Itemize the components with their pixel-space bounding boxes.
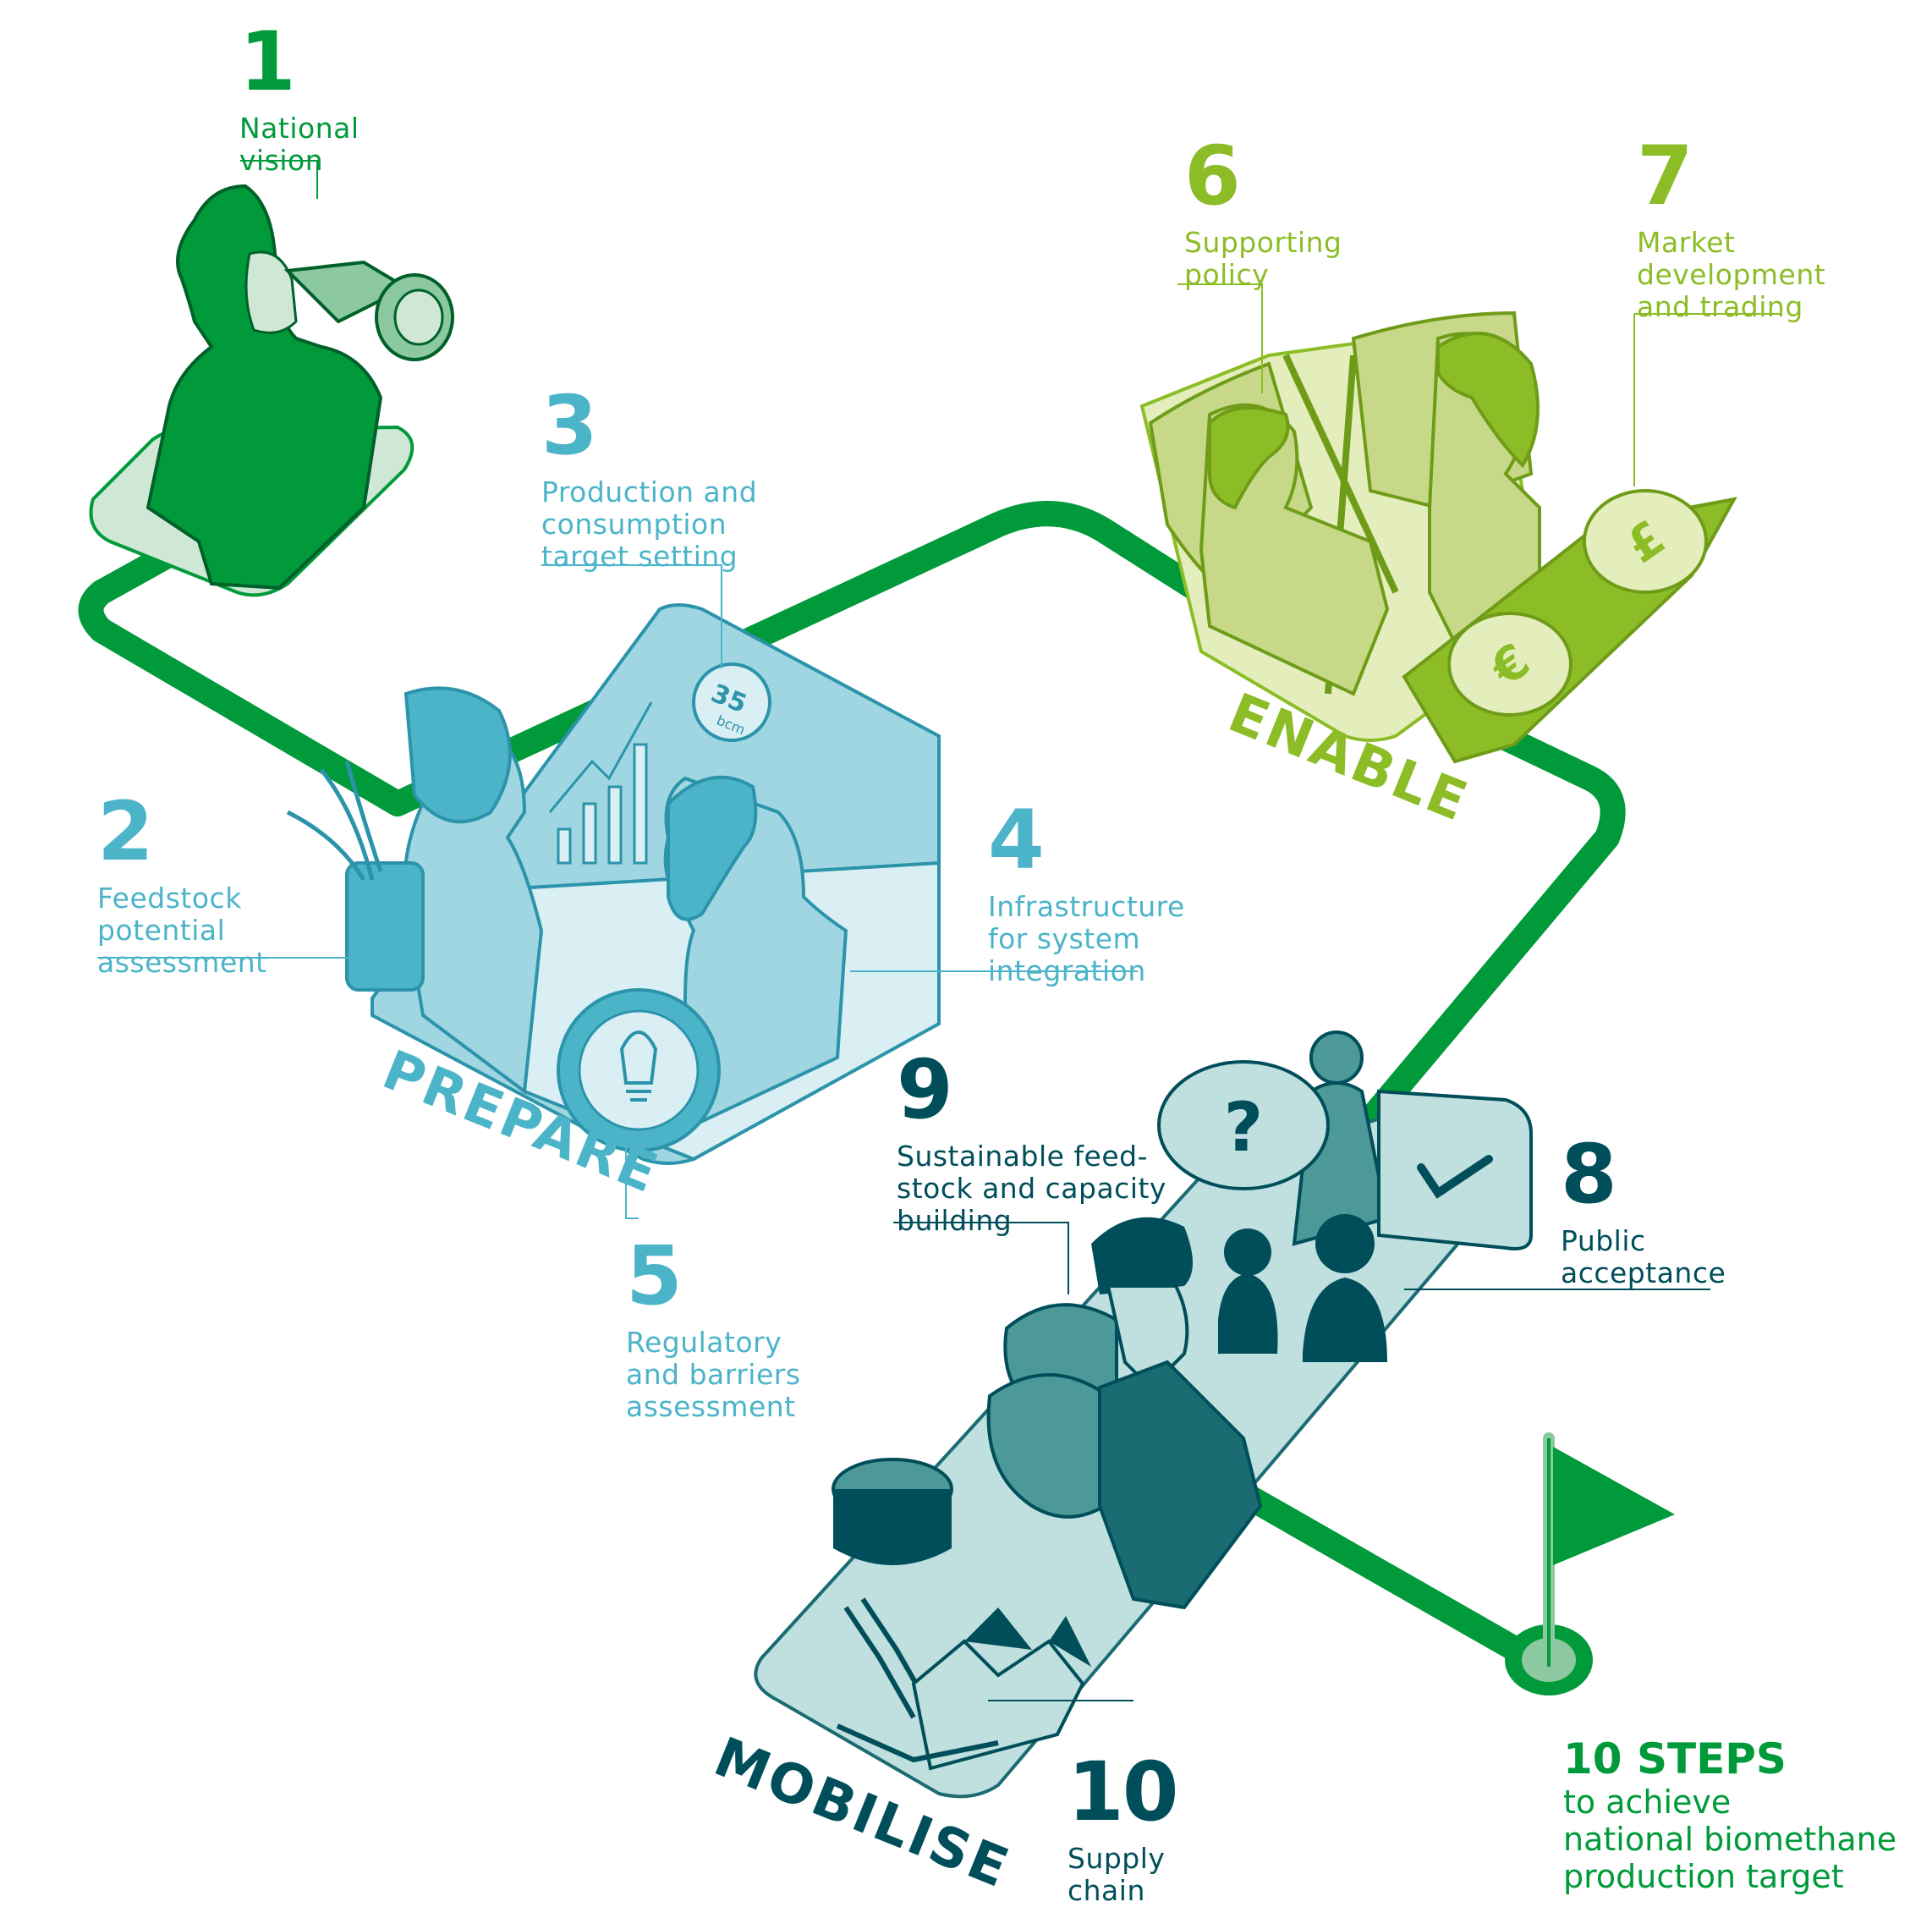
step-6: 6 Supporting policy — [1184, 135, 1342, 291]
roadmap-path — [78, 501, 1626, 1671]
enable-panel — [1139, 311, 1737, 764]
step-9: 9 Sustainable feed- stock and capacity b… — [897, 1049, 1166, 1237]
flag-icon — [1505, 1432, 1675, 1695]
step-1-label: National vision — [239, 112, 360, 177]
step-4-label: Infrastructure for system integration — [988, 890, 1185, 987]
leader-line-5 — [625, 1134, 639, 1219]
step-1: 1 National vision — [239, 21, 360, 177]
final-title: 10 STEPS — [1563, 1734, 1787, 1783]
step-4-number: 4 — [988, 793, 1045, 888]
step-10: 10 Supply chain — [1068, 1745, 1179, 1907]
step-9-label: Sustainable feed- stock and capacity bui… — [897, 1140, 1166, 1237]
step-4: 4 Infrastructure for system integration — [988, 800, 1185, 987]
step-7-number: 7 — [1637, 129, 1693, 223]
step-10-number: 10 — [1068, 1745, 1179, 1839]
final-target: 10 STEPS to achieve national biomethane … — [1563, 1734, 1896, 1895]
final-subtitle: to achieve national biomethane productio… — [1563, 1783, 1897, 1895]
binoculars-icon — [283, 260, 454, 361]
step-3-number: 3 — [541, 378, 598, 473]
leader-line-3 — [541, 564, 722, 668]
step-2: 2 Feedstock potential assessment — [97, 791, 267, 979]
step-5-number: 5 — [626, 1228, 683, 1323]
step-5: 5 Regulatory and barriers assessment — [626, 1235, 801, 1423]
prepare-panel — [286, 603, 941, 1165]
question-bubble-icon — [1157, 1060, 1330, 1190]
step-9-number: 9 — [897, 1042, 953, 1137]
step-8-label: Public acceptance — [1561, 1224, 1726, 1289]
step-8: 8 Public acceptance — [1561, 1134, 1726, 1289]
vision-panel — [89, 184, 454, 597]
leader-line-1 — [240, 160, 318, 199]
step-3: 3 Production and consumption target sett… — [541, 385, 757, 573]
step-2-label: Feedstock potential assessment — [97, 882, 267, 979]
step-8-number: 8 — [1561, 1127, 1617, 1222]
leader-line-7 — [1633, 313, 1781, 486]
euro-coin-icon — [1447, 612, 1572, 717]
pound-coin-icon — [1583, 489, 1708, 594]
step-1-number: 1 — [239, 14, 296, 109]
step-6-number: 6 — [1184, 129, 1241, 223]
step-5-label: Regulatory and barriers assessment — [626, 1326, 801, 1423]
step-3-label: Production and consumption target settin… — [541, 475, 758, 573]
step-10-label: Supply chain — [1068, 1842, 1166, 1907]
checkmark-bubble-icon — [1377, 1089, 1533, 1250]
question-mark: ? — [1224, 1088, 1263, 1167]
step-7: 7 Market development and trading — [1637, 135, 1825, 323]
mobilise-panel — [754, 1030, 1533, 1799]
step-2-number: 2 — [97, 784, 154, 879]
step-6-label: Supporting policy — [1184, 226, 1342, 291]
leader-line-6 — [1177, 283, 1263, 393]
lightbulb-icon — [557, 988, 721, 1152]
leader-line-9 — [893, 1222, 1069, 1294]
step-7-label: Market development and trading — [1637, 226, 1826, 323]
